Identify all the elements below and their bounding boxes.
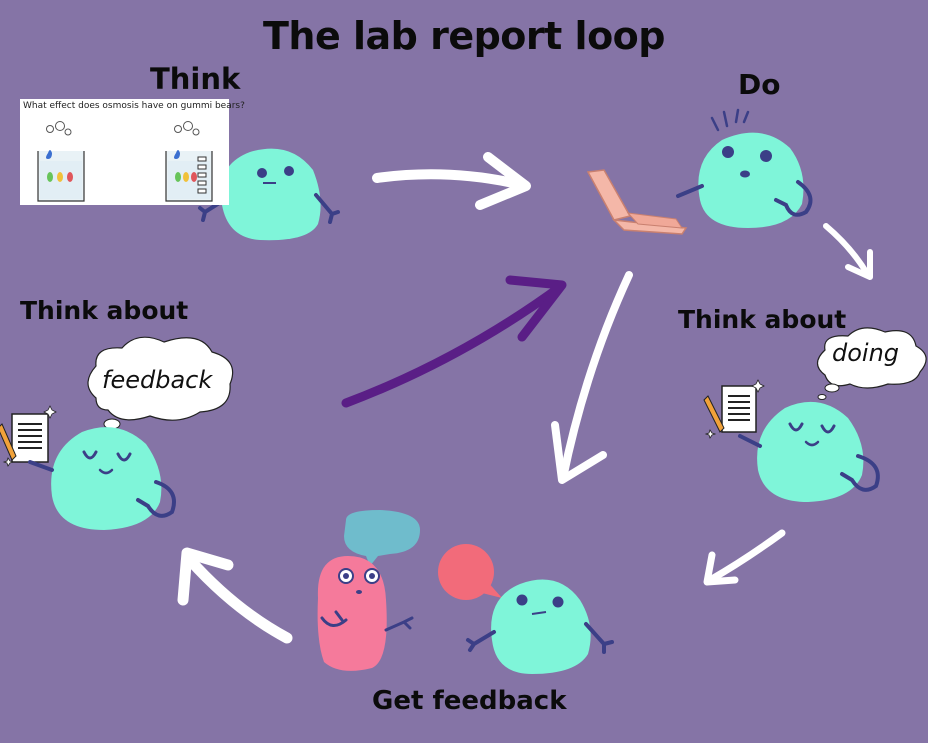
do-blob-character (676, 108, 813, 228)
stage-label-think-about-feedback: Think about (20, 296, 189, 325)
think-about-blob-right (738, 401, 880, 502)
think-about-blob-left (28, 427, 176, 530)
arrow-think-to-do (372, 152, 531, 210)
beaker-left-icon (37, 121, 85, 202)
notepad-pencil-icon-left (0, 405, 57, 467)
stage-label-think-about-doing: Think about (678, 305, 847, 334)
think-blob-character (198, 148, 340, 241)
feedback-blob-character (466, 579, 614, 674)
beaker-right-icon (165, 121, 213, 202)
arrow-feedback-to-think-about (177, 547, 293, 644)
notepad-pencil-icon-right (703, 379, 765, 439)
arrow-purple-loop-back (341, 275, 567, 408)
stage-label-think: Think (150, 62, 241, 96)
arrow-think-about-to-feedback (703, 529, 786, 586)
diagram-title: The lab report loop (263, 14, 665, 58)
stage-label-do: Do (738, 68, 781, 101)
osmosis-question-card: What effect does osmosis have on gummi b… (20, 99, 245, 205)
beaker-illustration (37, 121, 213, 202)
speech-bubble-blue (344, 510, 420, 566)
thought-text-feedback: feedback (102, 366, 213, 394)
laptop-icon (586, 169, 688, 235)
stage-label-get-feedback: Get feedback (372, 686, 567, 716)
speech-bubble-red (438, 544, 502, 600)
thought-text-doing: doing (832, 339, 900, 367)
thought-cloud-doing (816, 327, 927, 400)
pink-feedback-character (317, 556, 414, 671)
arrow-do-to-feedback-shortcut (551, 271, 633, 484)
arrow-do-to-think-about (823, 223, 873, 280)
question-text: What effect does osmosis have on gummi b… (23, 101, 245, 111)
